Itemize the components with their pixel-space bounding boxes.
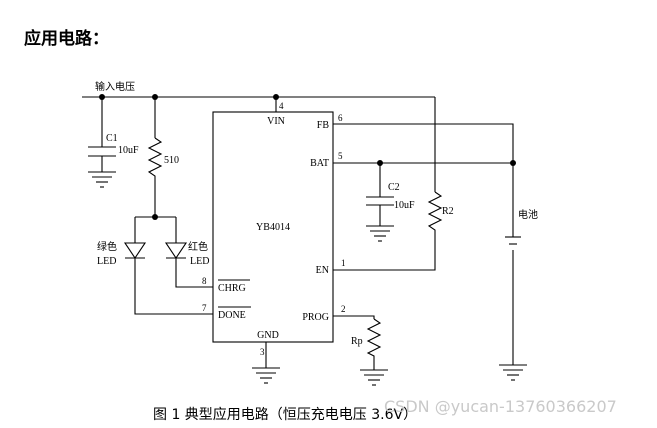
pin-fb-label: FB bbox=[317, 120, 330, 131]
chip-name: YB4014 bbox=[256, 222, 290, 233]
c1-label: C1 bbox=[106, 133, 118, 144]
fb-wire bbox=[333, 123, 514, 237]
c1-value: 10uF bbox=[118, 145, 139, 156]
c2-value: 10uF bbox=[394, 200, 415, 211]
resistor-510-symbol bbox=[147, 137, 163, 180]
junction-dot bbox=[273, 94, 279, 100]
pin-bat-number: 5 bbox=[338, 151, 343, 161]
red-led-symbol bbox=[164, 242, 188, 259]
pin-en-number: 1 bbox=[341, 258, 346, 268]
ground-chip-icon bbox=[252, 367, 280, 384]
green-led-label-b: LED bbox=[97, 256, 116, 267]
pin-prog-label: PROG bbox=[302, 312, 329, 323]
watermark: CSDN @yucan-13760366207 bbox=[384, 397, 617, 416]
junctions bbox=[99, 94, 516, 220]
chip-body bbox=[212, 111, 334, 343]
battery-label: 电池 bbox=[518, 208, 538, 221]
green-led-label: 绿色 bbox=[97, 240, 117, 253]
ground-battery-icon bbox=[499, 364, 527, 381]
capacitor-c2-symbol bbox=[366, 196, 394, 206]
rp-label: Rp bbox=[351, 336, 363, 347]
junction-dot bbox=[152, 214, 158, 220]
input-voltage-label: 输入电压 bbox=[95, 80, 135, 93]
pin-prog-number: 2 bbox=[341, 304, 346, 314]
battery-symbol bbox=[505, 236, 521, 245]
r510-label: 510 bbox=[164, 155, 179, 166]
ground-rp-icon bbox=[360, 369, 388, 386]
resistor-r2-symbol bbox=[427, 191, 443, 232]
c2-label: C2 bbox=[388, 182, 400, 193]
green-led-symbol bbox=[123, 242, 147, 259]
section-heading: 应用电路： bbox=[24, 29, 109, 49]
pin-chrg-number: 8 bbox=[202, 276, 207, 286]
r2-label: R2 bbox=[442, 206, 454, 217]
done-wire bbox=[134, 258, 213, 315]
pin-gnd-number: 3 bbox=[260, 347, 265, 357]
figure-caption: 图 1 典型应用电路（恒压充电电压 3.6V） bbox=[153, 407, 418, 423]
pin-gnd-label: GND bbox=[257, 330, 279, 341]
pin-done-label: DONE bbox=[218, 310, 246, 321]
pin-vin-label: VIN bbox=[267, 116, 285, 127]
ground-c1-icon bbox=[88, 171, 116, 188]
pin-vin-number: 4 bbox=[279, 101, 284, 111]
pin-bat-label: BAT bbox=[310, 158, 329, 169]
pin-fb-number: 6 bbox=[338, 113, 343, 123]
red-led-label-b: LED bbox=[190, 256, 209, 267]
red-led-label: 红色 bbox=[188, 240, 208, 253]
junction-dot bbox=[510, 160, 516, 166]
junction-dot bbox=[99, 94, 105, 100]
wires bbox=[82, 96, 514, 370]
pin-done-number: 7 bbox=[202, 303, 207, 313]
chrg-wire bbox=[175, 258, 213, 288]
junction-dot bbox=[377, 160, 383, 166]
resistor-rp-symbol bbox=[366, 318, 382, 357]
ground-c2-icon bbox=[366, 225, 394, 242]
pin-chrg-label: CHRG bbox=[218, 283, 246, 294]
en-wire bbox=[333, 232, 436, 271]
capacitor-c1-symbol bbox=[88, 146, 116, 157]
junction-dot bbox=[152, 94, 158, 100]
prog-wire bbox=[333, 315, 375, 319]
pin-en-label: EN bbox=[316, 265, 329, 276]
